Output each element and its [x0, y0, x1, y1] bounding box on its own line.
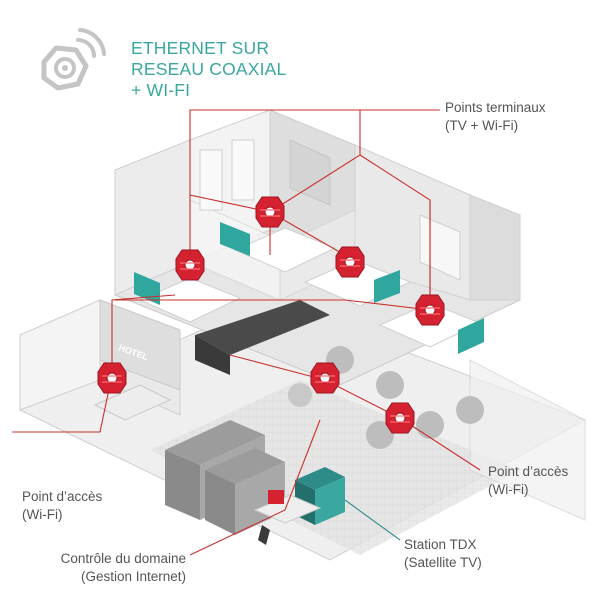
label-line: (Wi-Fi): [22, 507, 63, 522]
coax-wifi-icon: [41, 28, 106, 91]
label-line: Point d’accès: [22, 489, 103, 504]
tv-screen: [374, 270, 400, 303]
label-domain-controller: Contrôle du domaine (Gestion Internet): [38, 550, 186, 586]
coax-adapter-icon: [255, 196, 285, 228]
label-line: Point d’accès: [488, 464, 569, 479]
coax-adapter-icon: [415, 294, 445, 326]
tv-screen: [220, 222, 250, 256]
tv-screen: [458, 318, 484, 354]
title-line: ETHERNET SUR: [131, 38, 270, 58]
coax-adapter-icon: [97, 362, 127, 394]
label-line: (TV + Wi-Fi): [445, 118, 519, 133]
title-line: + WI-FI: [131, 80, 191, 100]
label-access-point-right: Point d’accès (Wi-Fi): [488, 463, 568, 499]
label-line: (Wi-Fi): [488, 482, 529, 497]
page-title: ETHERNET SUR RESEAU COAXIAL + WI-FI: [131, 38, 287, 101]
coax-adapter-icon: [335, 246, 365, 278]
label-line: Contrôle du domaine: [60, 551, 186, 566]
label-tdx-station: Station TDX (Satellite TV): [404, 536, 482, 572]
tdx-station-unit: [295, 467, 345, 490]
hotel-building: [18, 109, 587, 561]
label-line: (Gestion Internet): [80, 569, 186, 584]
coax-adapter-icon: [175, 249, 205, 281]
network-lines: [12, 109, 481, 556]
label-endpoints: Points terminaux (TV + Wi-Fi): [445, 99, 546, 135]
coax-adapter-icon: [310, 362, 340, 394]
title-line: RESEAU COAXIAL: [131, 59, 287, 79]
label-line: (Satellite TV): [404, 555, 482, 570]
label-access-point-left: Point d’accès (Wi-Fi): [22, 488, 102, 524]
coax-adapter-icon: [385, 402, 415, 434]
label-line: Points terminaux: [445, 100, 546, 115]
label-line: Station TDX: [404, 537, 477, 552]
